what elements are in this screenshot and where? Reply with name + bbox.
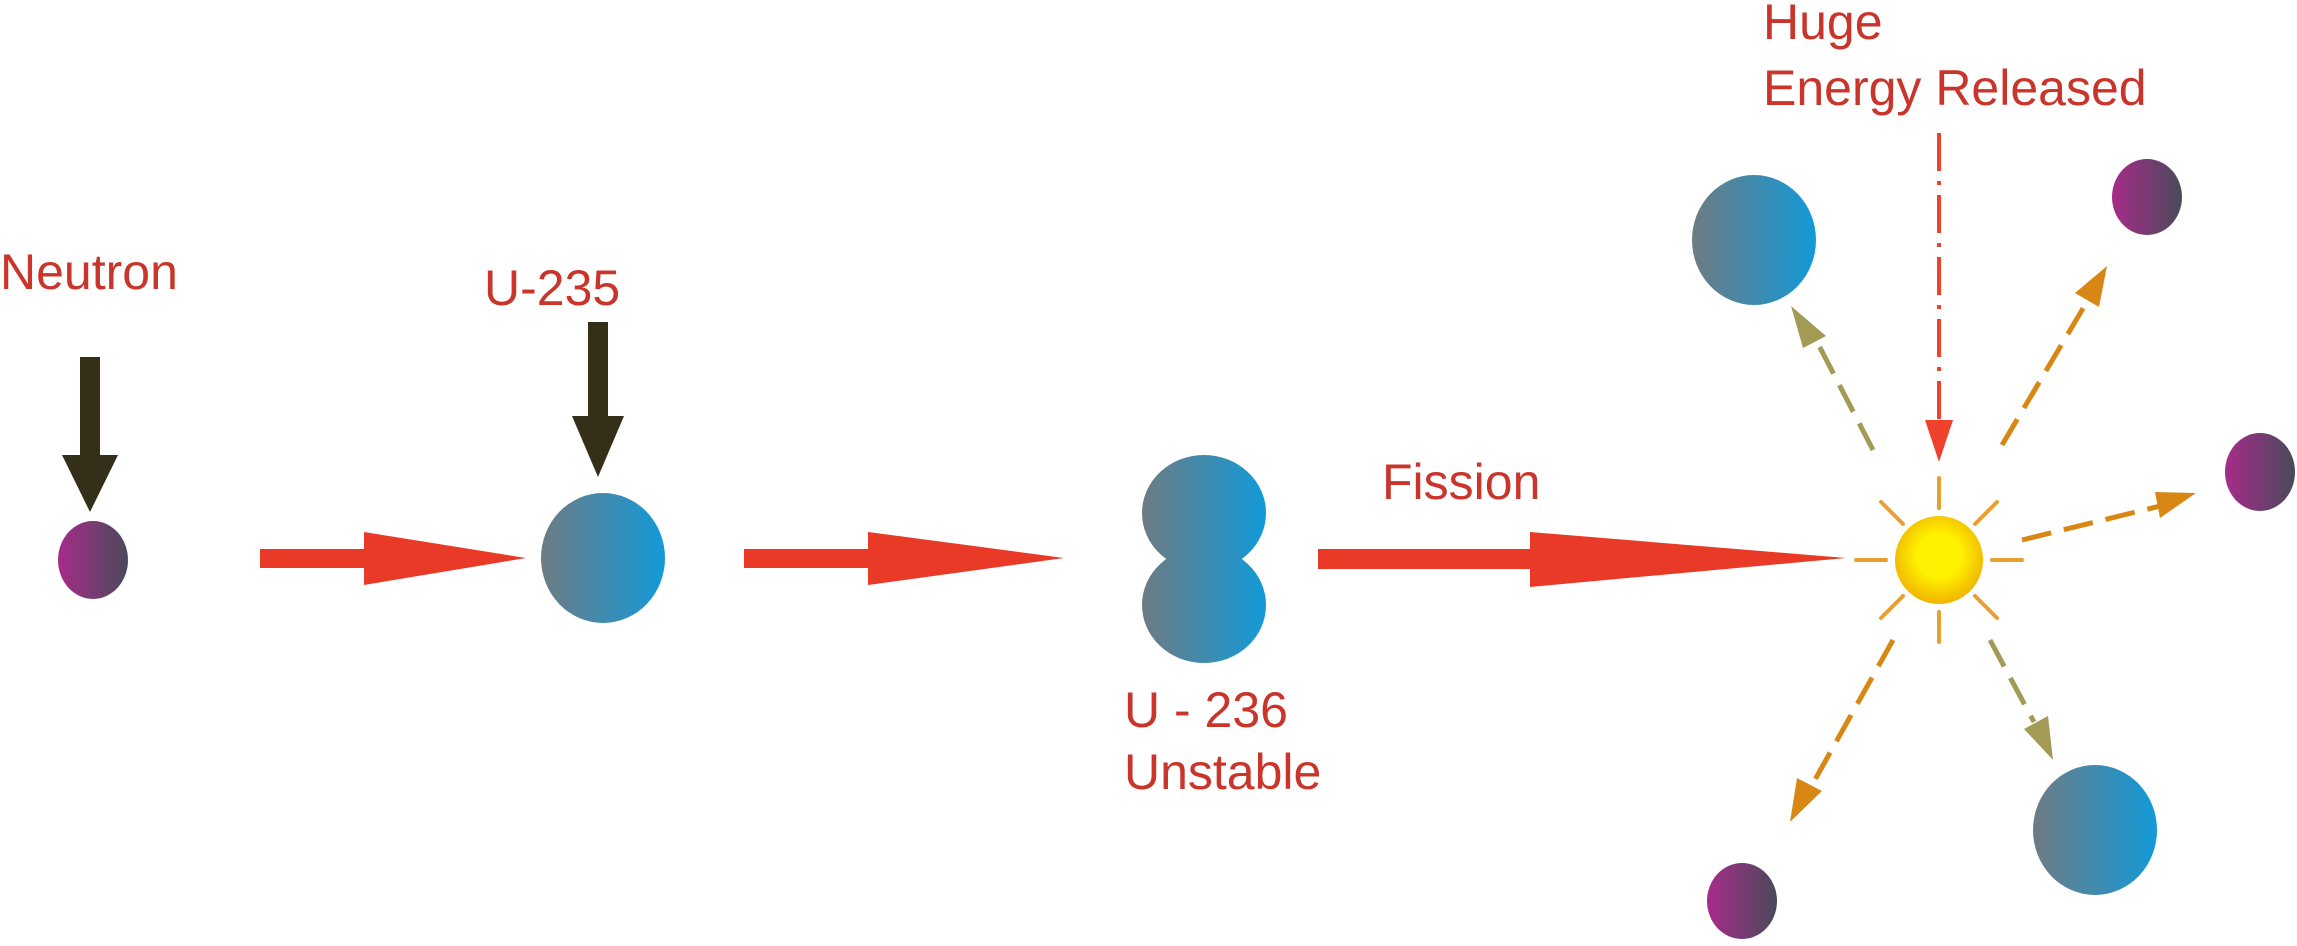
u236-nucleus-icon (1142, 455, 1266, 663)
u236-label: U - 236 (1124, 682, 1288, 738)
energy-burst-icon (1895, 516, 1983, 604)
neutron-label: Neutron (0, 244, 178, 300)
energy-released-label: Energy Released (1763, 60, 2147, 116)
neutron-particle-icon (58, 521, 128, 599)
released-neutron-lower-left (1707, 863, 1777, 939)
debris-arrow-upper-left (1791, 306, 1876, 452)
u235-label: U-235 (484, 260, 621, 316)
u235-nucleus-icon (541, 493, 665, 623)
fission-label: Fission (1382, 454, 1541, 510)
u235-pointer-arrow (572, 322, 624, 477)
energy-burst-rays (1854, 476, 2024, 644)
released-neutron-right (2225, 433, 2295, 511)
flow-arrow-1 (260, 532, 526, 585)
fission-arrow (1318, 532, 1846, 587)
unstable-label: Unstable (1124, 744, 1322, 800)
huge-label: Huge (1763, 0, 1883, 50)
debris-arrow-lower-left (1790, 638, 1896, 822)
debris-arrow-right (2021, 492, 2196, 543)
debris-arrow-lower-right (1987, 638, 2053, 760)
energy-released-arrow (1925, 133, 1953, 462)
neutron-pointer-arrow (62, 357, 118, 512)
fission-product-nucleus-lower (2033, 765, 2157, 895)
flow-arrow-2 (744, 532, 1064, 585)
released-neutron-upper-right (2112, 159, 2182, 235)
debris-arrow-upper-right (1999, 266, 2107, 447)
fission-product-nucleus-upper (1692, 175, 1816, 305)
